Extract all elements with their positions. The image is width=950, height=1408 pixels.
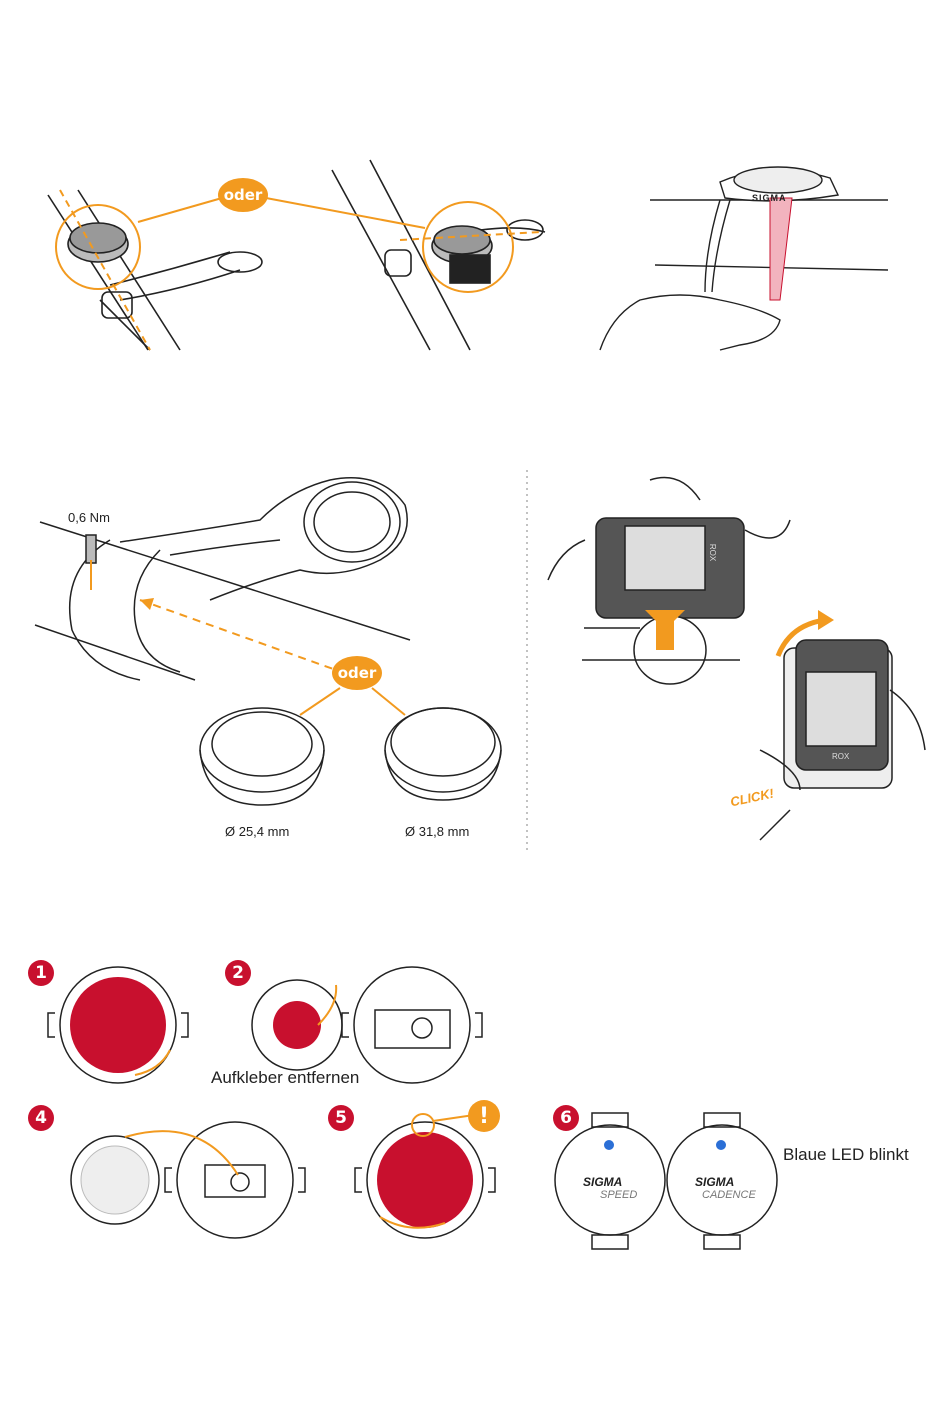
ring-size-large: Ø 31,8 mm [405,824,469,839]
remove-sticker-label: Aufkleber entfernen [211,1068,359,1088]
handlebar-mount-drawings [0,0,950,360]
ring-size-small: Ø 25,4 mm [225,824,289,839]
cadence-sensor-label: CADENCE [702,1189,756,1201]
step-badge-5: 5 [328,1105,354,1131]
speed-sensor-label: SPEED [600,1189,637,1201]
warning-badge: ! [468,1100,500,1132]
mount-illustration-2: 0,6 Nm oder Ø 25,4 mm Ø 31,8 mm ROX ROX … [0,460,950,860]
device-brand-side: ROX [708,544,717,561]
sensor-steps: 1 2 Aufkleber entfernen 4 5 ! 6 SIGMA SP… [0,955,950,1255]
step-badge-2: 2 [225,960,251,986]
mount-illustration-1: oder SIGMA [0,0,950,360]
oder-badge-top: oder [218,178,268,212]
sigma-logo: SIGMA [752,193,787,203]
device-brand-bottom: ROX [832,752,849,761]
blue-led-label: Blaue LED blinkt [783,1145,909,1165]
torque-label: 0,6 Nm [68,510,110,525]
oder-badge-rings: oder [332,656,382,690]
step-badge-4: 4 [28,1105,54,1131]
step-badge-6: 6 [553,1105,579,1131]
out-front-mount-drawings [0,460,950,860]
step-badge-1: 1 [28,960,54,986]
speed-sensor-brand: SIGMA [583,1175,622,1189]
cadence-sensor-brand: SIGMA [695,1175,734,1189]
